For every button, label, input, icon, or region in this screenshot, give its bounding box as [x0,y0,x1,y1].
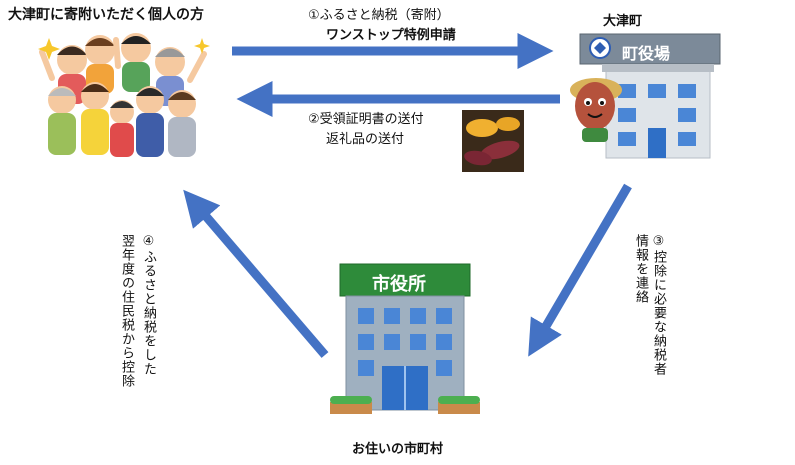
step2-label-line2: 返礼品の送付 [326,132,405,147]
donor-label: 大津町に寄附いただく個人の方 [8,7,204,23]
city-hall-sign: 市役所 [372,274,426,295]
step4-label-col2: 翌年度の住民税から控除 [119,234,134,388]
step1-label-line1: ①ふるさと納税（寄附） [308,8,450,23]
step4-label-col1: ④ふるさと納税をした [141,234,156,376]
arrow-step4 [183,189,329,358]
step1-label-line2: ワンストップ特例申請 [326,28,456,43]
town-name: 大津町 [603,14,643,29]
arrow-step3 [528,183,632,357]
step3-label-col2: 情報を連絡 [633,234,648,304]
step2-label-line1: ②受領証明書の送付 [308,112,424,127]
town-hall-sign: 町役場 [622,44,671,63]
step3-label-col1: ③控除に必要な納税者 [651,234,666,376]
city-hall-caption: お住いの市町村 [352,442,444,457]
